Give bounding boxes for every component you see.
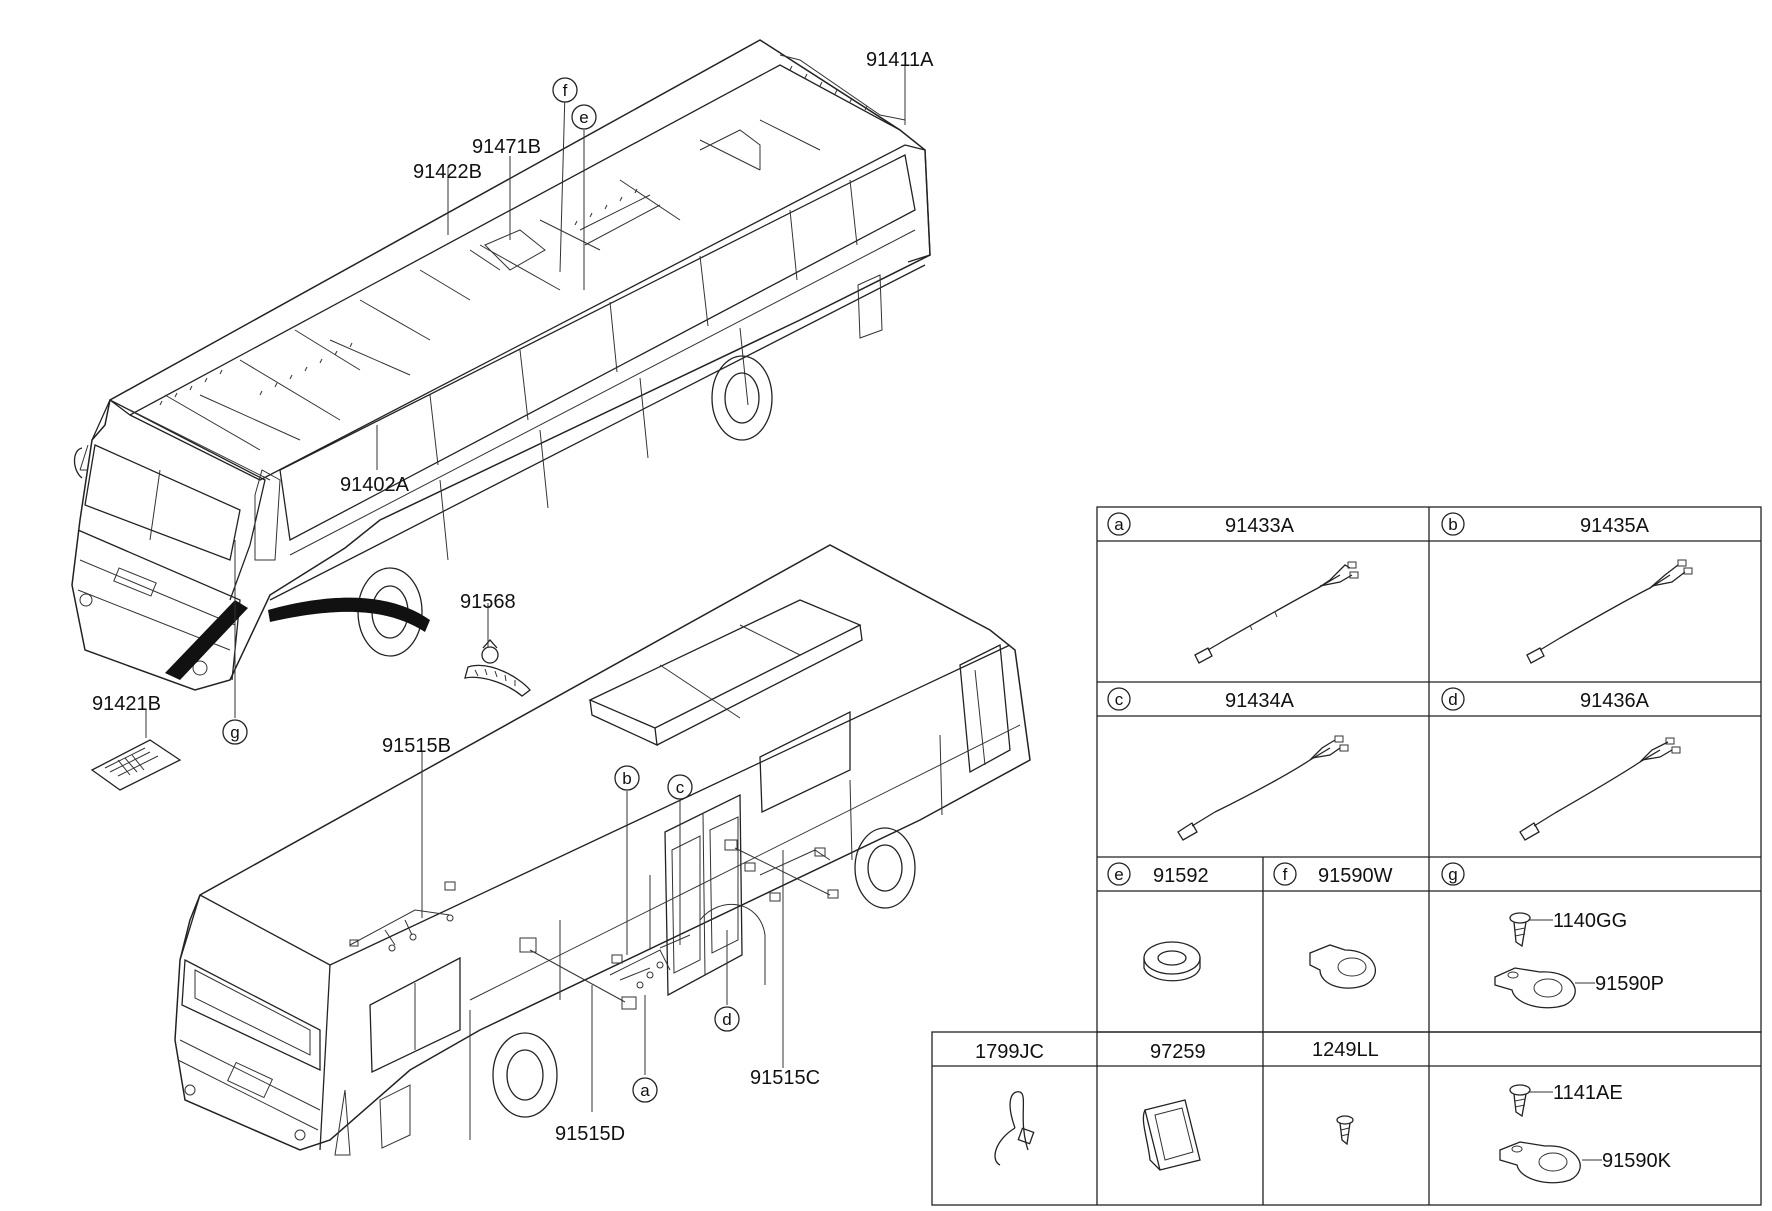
svg-text:f: f (1283, 865, 1288, 884)
sensor-d-icon (1519, 737, 1681, 841)
screw-1141AE-icon (1509, 1084, 1531, 1118)
cell-b: b 91435A (1441, 512, 1693, 664)
sensor-a-icon (1194, 561, 1359, 664)
marker-g: g (222, 719, 248, 745)
svg-text:d: d (1448, 690, 1457, 709)
svg-text:g: g (1448, 865, 1457, 884)
marker-d: d (714, 1006, 740, 1032)
lower-callouts (591, 791, 784, 1112)
svg-text:c: c (1115, 690, 1124, 709)
part-1799JC: 1799JC (975, 1041, 1044, 1063)
svg-text:e: e (1114, 865, 1123, 884)
callout-91515C: 91515C (750, 1067, 820, 1089)
callout-91568: 91568 (460, 591, 516, 613)
svg-text:a: a (640, 1081, 650, 1100)
callout-91402A: 91402A (340, 474, 410, 496)
svg-text:f: f (563, 81, 568, 100)
svg-text:c: c (676, 778, 685, 797)
clip-g-icon (1494, 967, 1576, 1009)
clip-k-icon (1499, 1141, 1581, 1184)
callout-91421B: 91421B (92, 693, 161, 715)
part-91590W: 91590W (1318, 865, 1393, 887)
part-91434A: 91434A (1225, 690, 1295, 712)
svg-text:a: a (1114, 515, 1124, 534)
marker-f: f (552, 77, 578, 103)
svg-text:b: b (1448, 515, 1457, 534)
marker-e: e (571, 104, 597, 130)
grommet-icon (1143, 941, 1201, 982)
svg-text:d: d (722, 1010, 731, 1029)
lower-bus-illustration (174, 544, 1031, 1156)
cell-e: e 91592 (1107, 862, 1209, 982)
cable-tie-icon (994, 1091, 1035, 1166)
screw-1249LL-icon (1336, 1115, 1354, 1146)
cell-g: g 1140GG 91590P (1441, 862, 1664, 1009)
part-91433A: 91433A (1225, 515, 1295, 537)
part-1141AE: 1141AE (1553, 1082, 1623, 1104)
clip-f-icon (1309, 944, 1377, 989)
part-91421B-illustration (90, 739, 182, 791)
part-91590P: 91590P (1595, 973, 1664, 995)
sensor-c-icon (1177, 735, 1349, 841)
part-91592: 91592 (1153, 865, 1209, 887)
callout-91422B: 91422B (413, 161, 482, 183)
wire-clip-icon (1142, 1099, 1201, 1171)
part-91590K: 91590K (1602, 1150, 1672, 1172)
cell-c: c 91434A (1107, 687, 1349, 841)
part-91568-illustration (464, 639, 531, 697)
callout-91515D: 91515D (555, 1123, 625, 1145)
callout-91411A: 91411A (866, 49, 934, 71)
cell-f: f 91590W (1273, 862, 1393, 989)
cell-a: a 91433A (1107, 512, 1359, 664)
callout-91471B: 91471B (472, 136, 541, 158)
part-97259: 97259 (1150, 1041, 1206, 1063)
part-91436A: 91436A (1580, 690, 1650, 712)
part-91435A: 91435A (1580, 515, 1650, 537)
marker-c: c (667, 774, 693, 800)
upper-callouts (145, 62, 906, 918)
parts-table (931, 506, 1762, 1206)
part-1140GG: 1140GG (1553, 910, 1627, 932)
part-1249LL: 1249LL (1312, 1039, 1379, 1061)
svg-text:g: g (230, 723, 239, 742)
sensor-b-icon (1526, 559, 1693, 664)
cell-d: d 91436A (1441, 687, 1681, 841)
marker-b: b (614, 765, 640, 791)
screw-g-icon (1509, 912, 1531, 948)
upper-bus-illustration (71, 39, 931, 691)
svg-text:e: e (579, 108, 588, 127)
callout-91515B: 91515B (382, 735, 451, 757)
marker-a: a (632, 1077, 658, 1103)
svg-text:b: b (622, 769, 631, 788)
